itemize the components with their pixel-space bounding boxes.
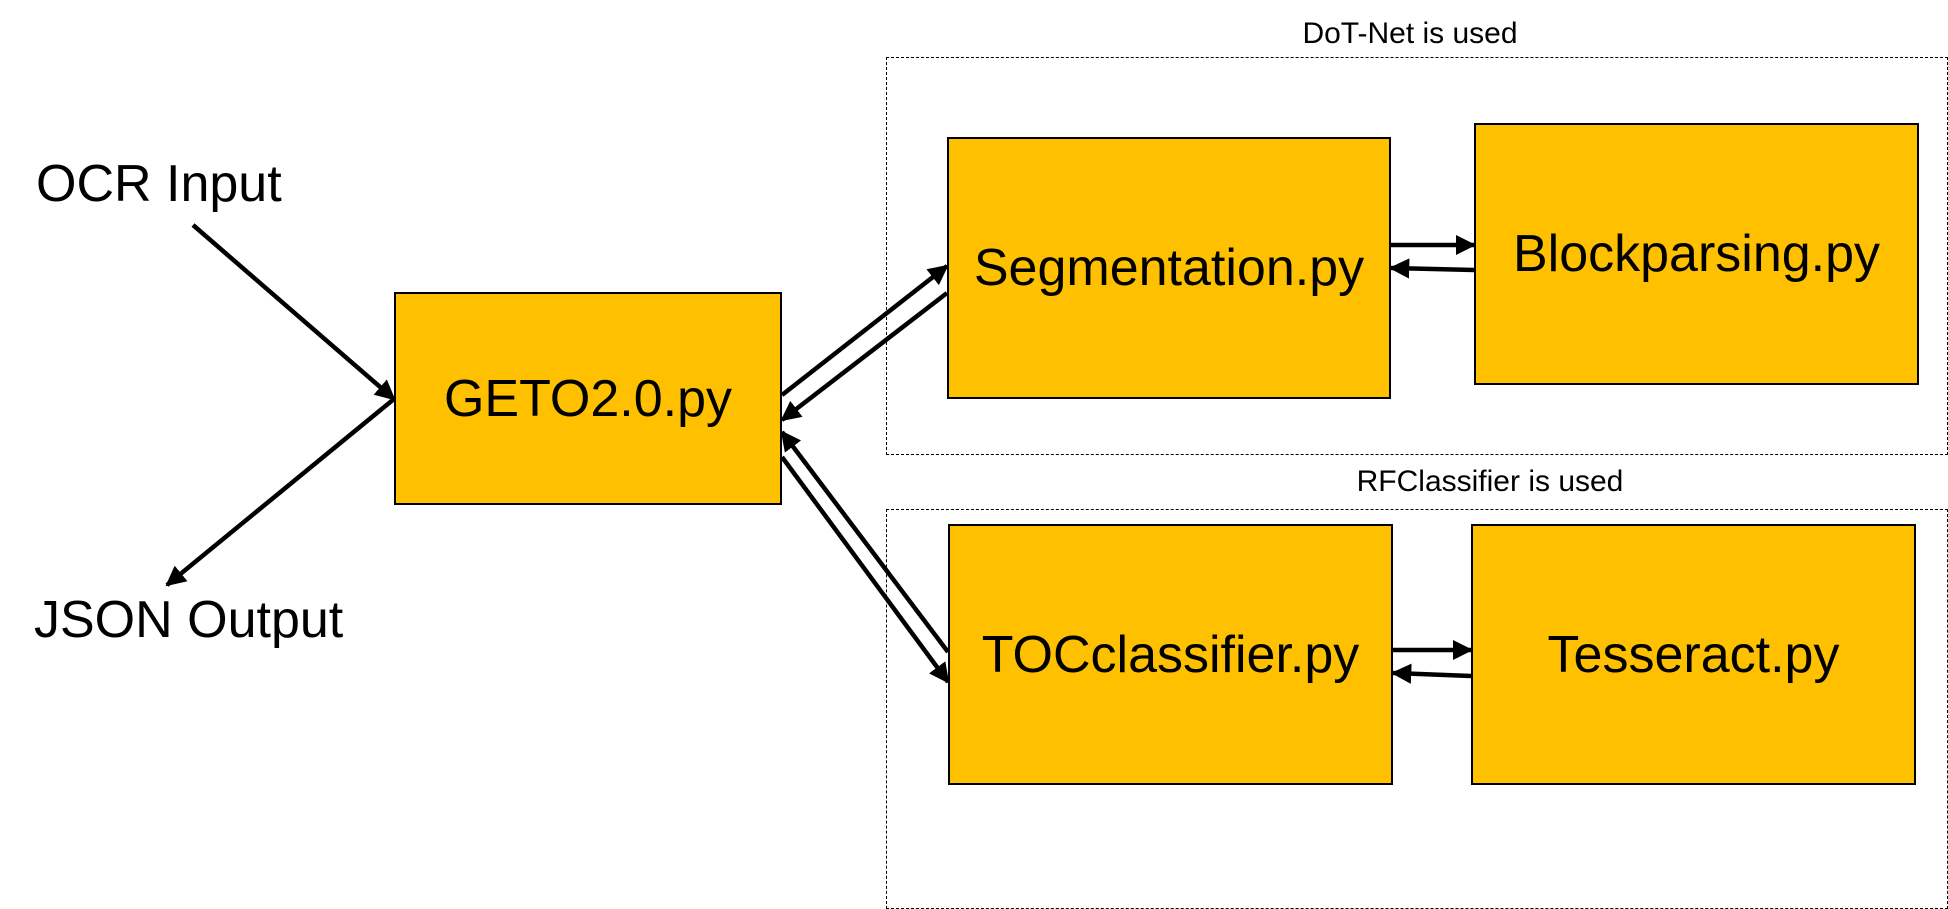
arrow-geto-to-json — [165, 397, 396, 587]
arrow-segmentation-to-geto — [780, 291, 949, 422]
arrow-tesseract-to-tocclassifier — [1390, 663, 1472, 684]
arrow-blockparsing-to-segmentation — [1388, 258, 1475, 279]
rfclassifier-group-label: RFClassifier is used — [1356, 465, 1624, 498]
arrow-geto-to-segmentation — [780, 264, 949, 397]
ocr-input-label: OCR Input — [36, 155, 282, 213]
tocclassifier-node: TOCclassifier.py — [948, 524, 1393, 785]
tesseract-node: Tesseract.py — [1471, 524, 1916, 785]
geto-node: GETO2.0.py — [394, 292, 782, 505]
json-output-label: JSON Output — [34, 591, 344, 649]
arrow-geto-to-tocclassifier — [780, 455, 950, 684]
blockparsing-node: Blockparsing.py — [1474, 123, 1919, 385]
dotnet-group-label: DoT-Net is used — [1302, 17, 1518, 50]
arrow-tocclassifier-to-geto — [780, 430, 950, 654]
arrow-ocr-to-geto — [191, 223, 396, 401]
segmentation-node: Segmentation.py — [947, 137, 1391, 399]
